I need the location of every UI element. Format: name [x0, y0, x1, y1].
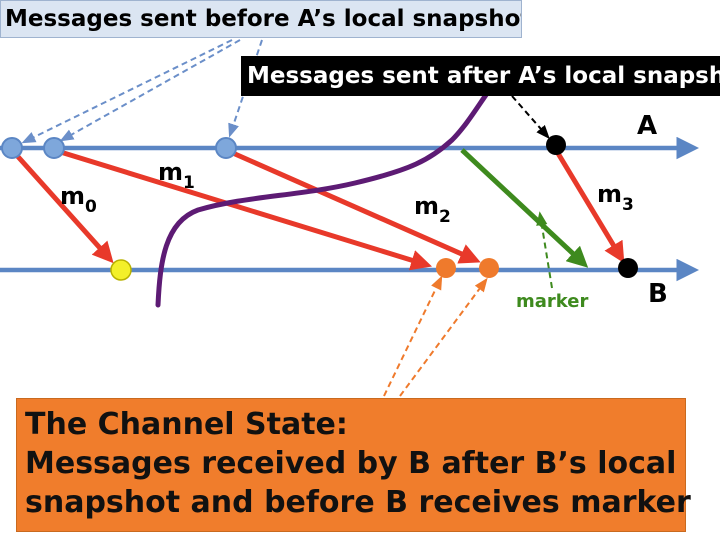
pointer-after [511, 95, 550, 140]
label-m1: m1 [158, 158, 195, 193]
marker-label: marker [516, 291, 588, 312]
event-b-receive-1 [436, 258, 456, 278]
message-arrow-m1 [53, 147, 433, 271]
event-a-3 [215, 137, 237, 159]
message-arrow-m3 [553, 148, 625, 264]
channel-state-title: The Channel State: [25, 407, 348, 442]
event-a-snapshot [546, 135, 566, 155]
callout-after-snapshot: Messages sent after A’s local snapshot [241, 56, 720, 96]
pointer-before-1 [21, 39, 233, 144]
event-a-1 [1, 137, 23, 159]
process-label-a: A [637, 111, 657, 141]
event-b-receive-2 [479, 258, 499, 278]
label-m3: m3 [597, 180, 634, 215]
pointer-before-2 [59, 39, 241, 142]
label-m2: m2 [414, 192, 451, 227]
process-label-b: B [648, 279, 668, 309]
event-a-2 [43, 137, 65, 159]
event-b-snapshot [110, 259, 132, 281]
channel-state-line-2: snapshot and before B receives marker [25, 485, 691, 520]
pointer-channel-2 [399, 277, 488, 397]
snapshot-cut-line [155, 89, 491, 308]
pointer-channel-1 [383, 275, 443, 397]
marker-arrow [460, 148, 589, 268]
message-arrow-m0 [10, 148, 114, 264]
callout-channel-state: The Channel State: Messages received by … [16, 398, 691, 532]
channel-state-line-1: Messages received by B after B’s local [25, 446, 677, 481]
message-arrow-m2 [224, 147, 481, 264]
callout-before-snapshot: Messages sent before A’s local snapshot [0, 0, 522, 38]
label-m0: m0 [60, 182, 97, 217]
event-b-marker [618, 258, 638, 278]
